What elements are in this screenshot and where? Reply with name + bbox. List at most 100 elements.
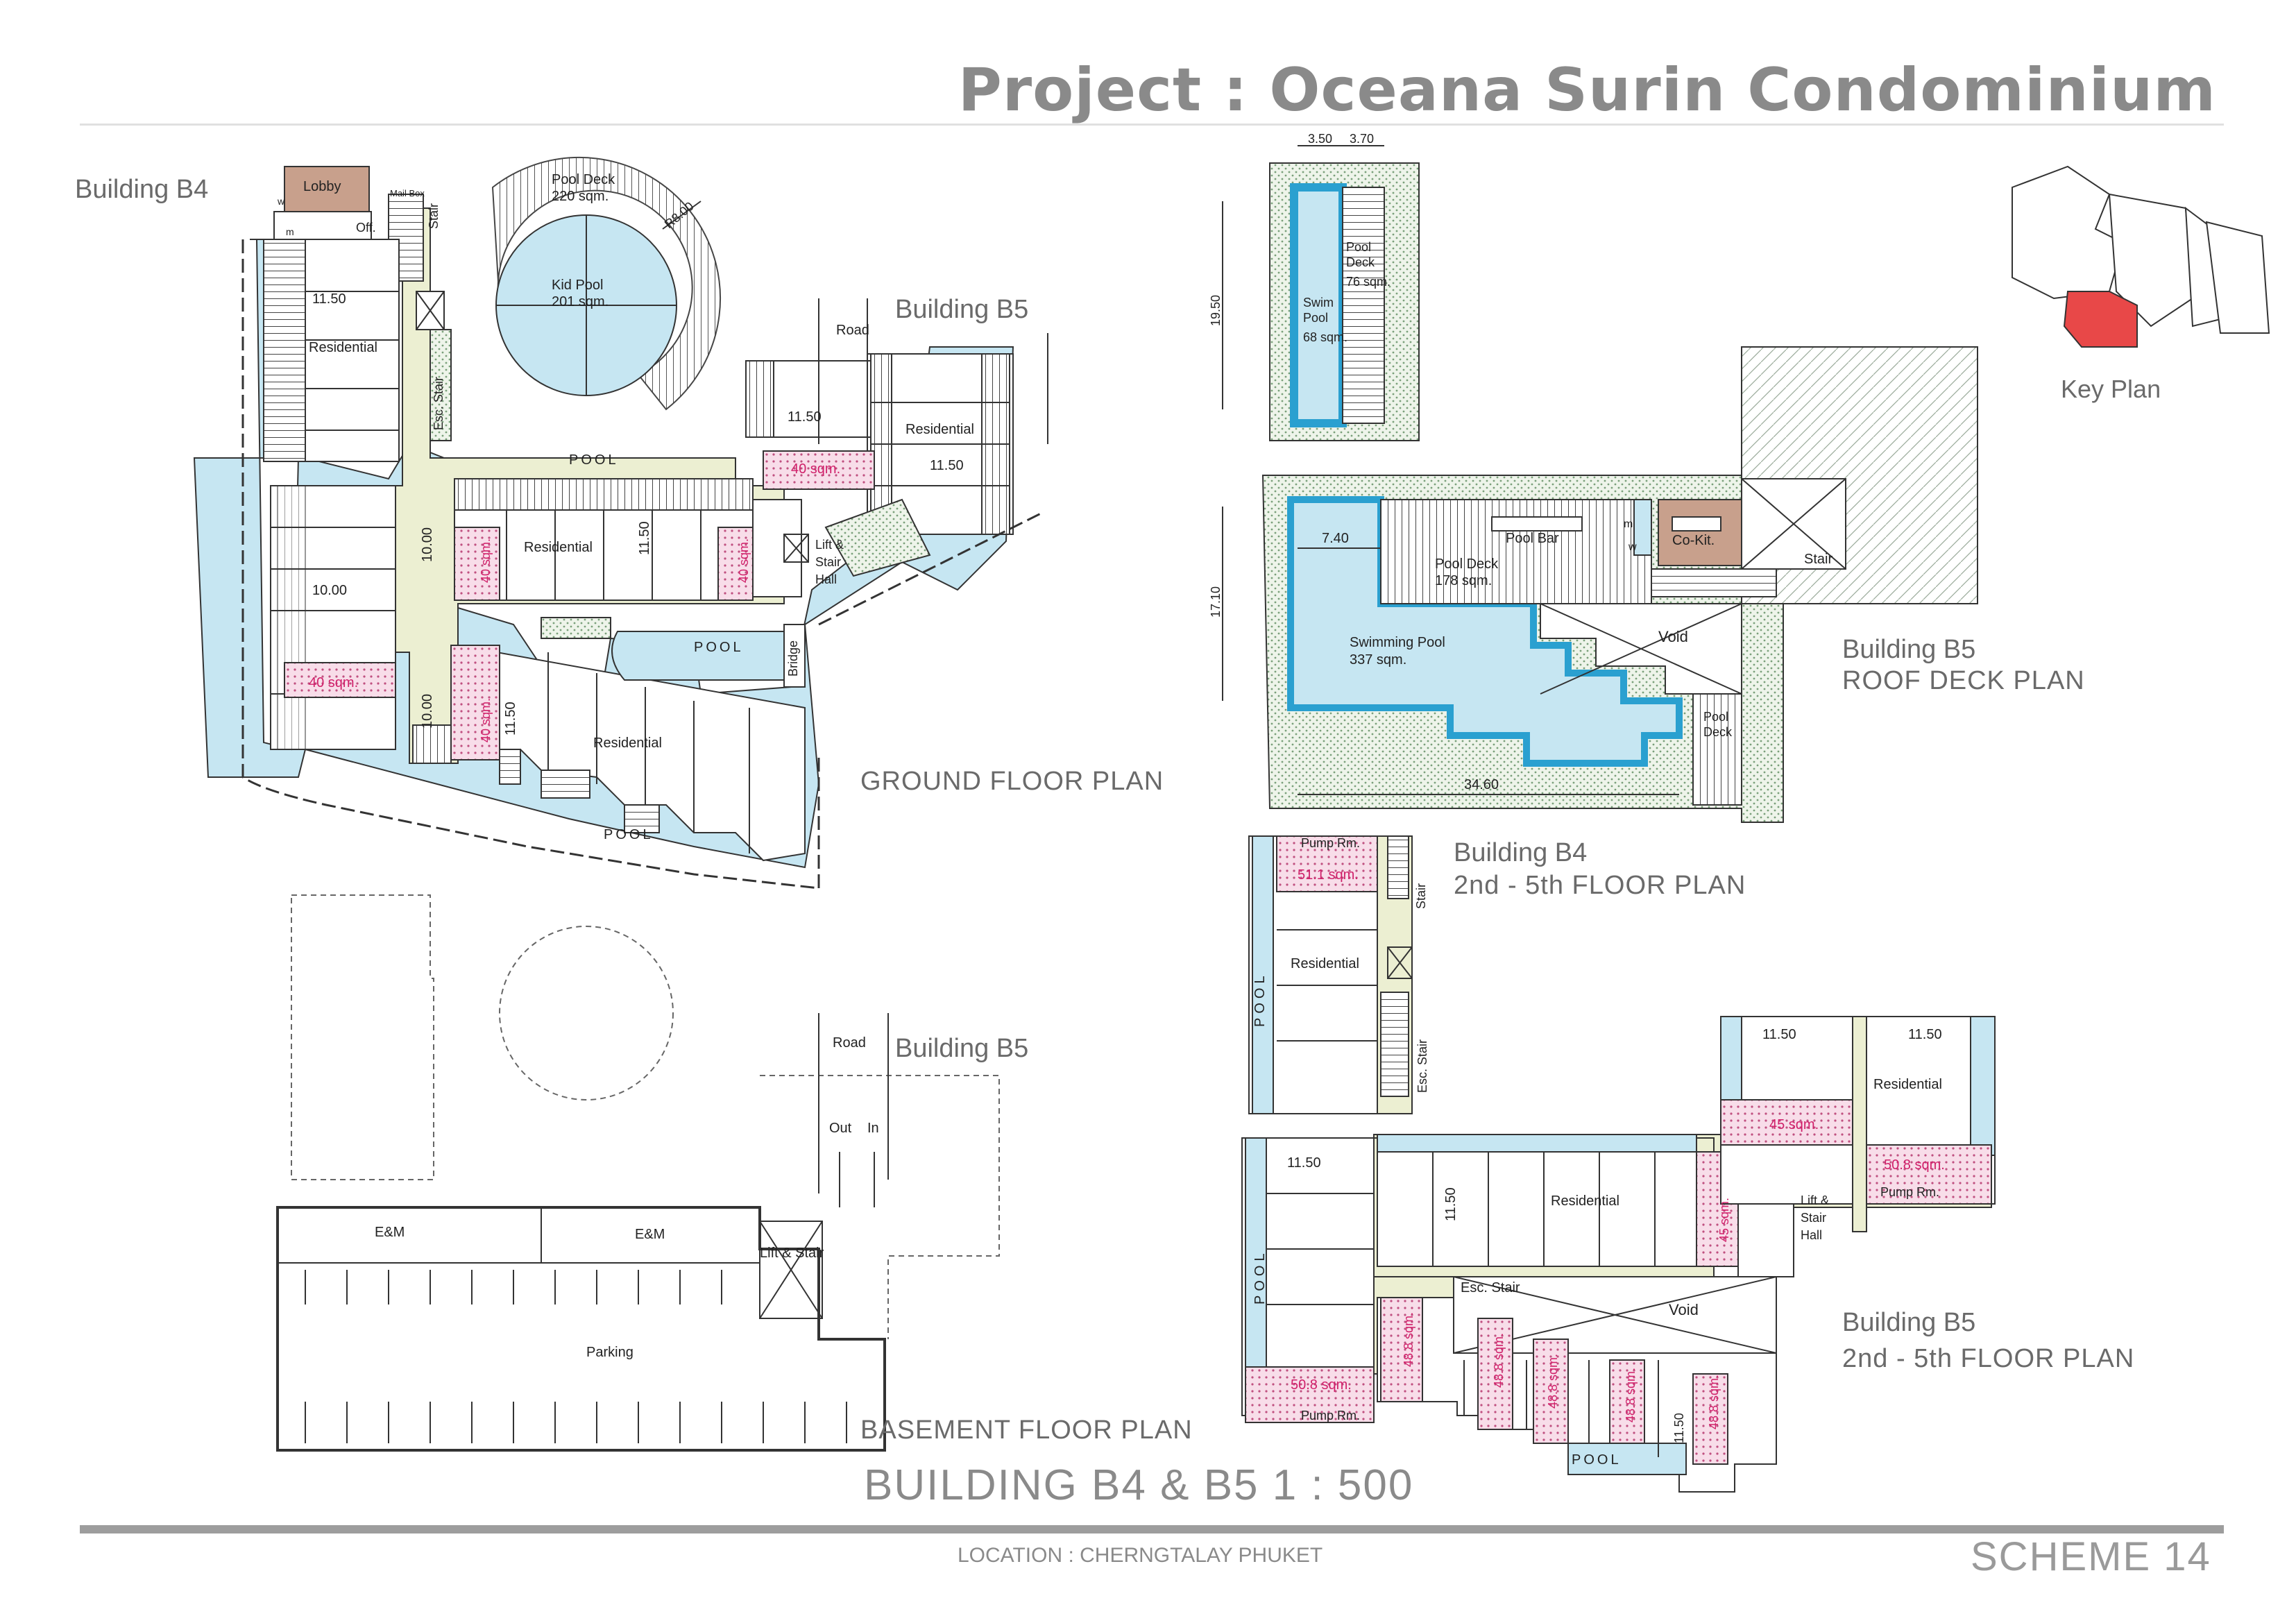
label-roof-building: Building B5: [1842, 635, 1976, 664]
room-esc-stair: Esc. Stair: [432, 376, 445, 430]
label-b5-upper-building: Building B5: [1842, 1308, 1976, 1337]
parking-label: Parking: [586, 1345, 633, 1360]
b5-residential-b: Residential: [1551, 1193, 1619, 1209]
b5-dim-11-50-c: 11.50: [1287, 1155, 1321, 1171]
roof-w: w: [1629, 541, 1637, 553]
label-building-b5: Building B5: [895, 295, 1029, 324]
b5-area-48-d: 48.8 sqm.: [1624, 1367, 1638, 1422]
b5-area-48-b: 48.8 sqm.: [1492, 1332, 1506, 1388]
label-key-plan: Key Plan: [2061, 375, 2161, 403]
pool-bar-label: Pool Bar: [1506, 531, 1559, 546]
swim-pool-label: Swim Pool: [1303, 296, 1334, 325]
room-residential-2: Residential: [524, 540, 593, 555]
room-stair: Stair: [427, 203, 441, 229]
dim-19-50: 19.50: [1209, 294, 1223, 326]
b5-dim-11-50-a: 11.50: [1762, 1027, 1796, 1042]
area-40-5: 40 sqm.: [479, 697, 493, 742]
dim-10-00-1: 10.00: [312, 583, 348, 598]
b5-area-45: 45 sqm.: [1769, 1117, 1819, 1132]
area-40-1: 40 sqm.: [791, 461, 841, 477]
pool-label-2: POOL: [694, 640, 744, 655]
b4-pool: POOL: [1252, 971, 1268, 1027]
area-40-2: 40 sqm.: [309, 675, 359, 690]
scheme-label: SCHEME 14: [1971, 1534, 2211, 1579]
dim-10-00-3: 10.00: [420, 693, 435, 729]
room-m: m: [286, 226, 294, 237]
bridge-label: Bridge: [786, 640, 800, 677]
lift-hall-2: Stair: [815, 555, 842, 569]
roof-pool-deck-area: 178 sqm.: [1435, 573, 1493, 588]
dim-34-60: 34.60: [1464, 777, 1499, 792]
roof-deck-plan: [1222, 145, 1978, 823]
key-plan: [2012, 165, 2270, 348]
dim-11-50-4: 11.50: [637, 521, 652, 555]
roof-stair: Stair: [1804, 552, 1833, 567]
b5-area-48-a: 48.8 sqm.: [1402, 1311, 1415, 1367]
roof-m: m: [1624, 518, 1633, 530]
pool-label-3: POOL: [604, 827, 654, 842]
label-b4-upper-building: Building B4: [1454, 838, 1588, 867]
road-label-basement: Road: [833, 1035, 866, 1051]
basement-out: Out: [829, 1121, 852, 1136]
b5-residential-a: Residential: [1873, 1077, 1942, 1092]
dim-11-50-1: 11.50: [312, 291, 346, 307]
room-w: w: [278, 196, 285, 207]
pool-deck-label: Pool Deck: [552, 172, 615, 187]
label-ground-floor-plan: GROUND FLOOR PLAN: [860, 767, 1164, 796]
dim-3-70: 3.70: [1350, 132, 1375, 146]
roof-pool-deck-small: Pool Deck: [1703, 710, 1733, 739]
b5-lift-hall-3: Hall: [1801, 1228, 1823, 1242]
scale-label: BUILDING B4 & B5 1 : 500: [864, 1461, 1414, 1509]
em-room-2: E&M: [635, 1227, 665, 1242]
b5-area-50-a: 50.8 sqm.: [1884, 1157, 1945, 1173]
b5-pump-room-a: Pump Rm.: [1880, 1185, 1940, 1199]
dim-11-50-3: 11.50: [930, 458, 964, 473]
b5-pool-west: POOL: [1252, 1249, 1268, 1305]
kid-pool-label: Kid Pool: [552, 278, 604, 293]
b5-esc-stair: Esc. Stair: [1461, 1280, 1520, 1295]
ground-floor-plan: [193, 157, 1048, 890]
label-building-b4: Building B4: [75, 175, 209, 204]
pool-deck-small-label: Pool Deck: [1346, 240, 1375, 269]
pool-deck-small-area: 76 sqm.: [1346, 275, 1391, 289]
room-mail-box: Mail Box: [390, 188, 425, 198]
b5-void: Void: [1669, 1301, 1699, 1318]
b4-esc-stair: Esc. Stair: [1415, 1039, 1429, 1093]
swimming-pool-label: Swimming Pool: [1350, 635, 1445, 650]
b4-stair: Stair: [1414, 883, 1428, 909]
room-residential-1: Residential: [309, 340, 377, 355]
dim-11-50-2: 11.50: [788, 409, 822, 425]
b5-area-48-c: 48.8 sqm.: [1546, 1353, 1560, 1409]
road-label: Road: [836, 323, 869, 338]
label-b4-upper-plan: 2nd - 5th FLOOR PLAN: [1454, 871, 1746, 900]
b5-area-50-b: 50.8 sqm.: [1291, 1377, 1352, 1393]
room-residential-3: Residential: [593, 736, 662, 751]
b4-pump-room: Pump Rm.: [1301, 836, 1361, 850]
pool-deck-area: 220 sqm.: [552, 189, 609, 204]
room-office: Off.: [356, 221, 376, 235]
dim-17-10: 17.10: [1209, 586, 1223, 618]
label-b5-upper-plan: 2nd - 5th FLOOR PLAN: [1842, 1344, 2135, 1373]
dim-11-50-5: 11.50: [503, 702, 518, 736]
b5-pool-south: POOL: [1572, 1452, 1622, 1468]
kid-pool-area: 201 sqm.: [552, 294, 609, 309]
b5-pump-room-b: Pump Rm.: [1301, 1409, 1361, 1422]
b5-area-45-b: 45 sqm.: [1717, 1197, 1731, 1242]
room-residential-4: Residential: [905, 422, 974, 437]
b5-area-48-e: 48.8 sqm.: [1707, 1374, 1721, 1429]
b5-upper-floor-plan: [1241, 1016, 1996, 1493]
dim-7-40: 7.40: [1322, 531, 1349, 546]
lift-hall-3: Hall: [815, 572, 837, 586]
b5-lift-hall-1: Lift &: [1801, 1193, 1830, 1207]
lift-hall-1: Lift &: [815, 538, 844, 552]
dim-3-50: 3.50: [1308, 132, 1333, 146]
b5-dim-11-50-d: 11.50: [1443, 1187, 1459, 1221]
label-building-b5-basement: Building B5: [895, 1034, 1029, 1063]
location-label: LOCATION : CHERNGTALAY PHUKET: [958, 1544, 1323, 1567]
basement-lift-stair: Lift & Stair: [760, 1246, 824, 1261]
em-room-1: E&M: [375, 1225, 405, 1240]
page-title: Project : Oceana Surin Condominium: [958, 56, 2216, 125]
b5-dim-11-50-b: 11.50: [1908, 1027, 1942, 1042]
b5-dim-11-50-e: 11.50: [1672, 1413, 1686, 1443]
